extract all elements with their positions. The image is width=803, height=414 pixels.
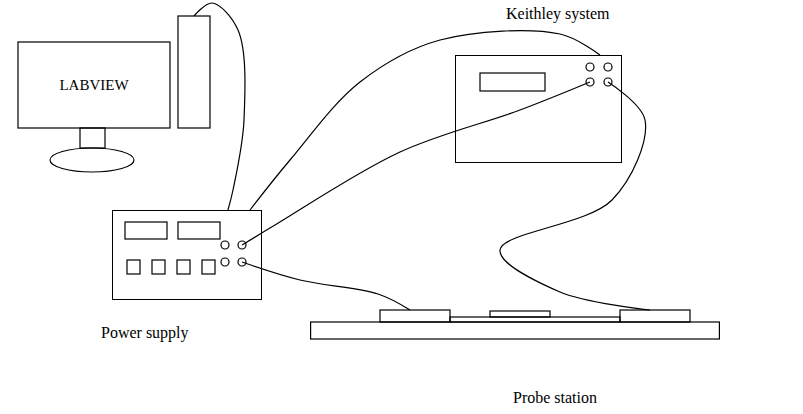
probe-station-outline — [310, 305, 720, 340]
terminal — [221, 241, 229, 249]
terminal — [586, 63, 594, 71]
supply-button — [177, 260, 190, 274]
keithley-box: Keithley system — [455, 55, 622, 163]
cable — [242, 262, 410, 310]
terminal — [586, 78, 594, 86]
monitor-base — [50, 148, 134, 172]
node-label: LABVIEW — [59, 77, 128, 93]
probe-station: Probe station — [310, 305, 720, 340]
label-wrap: Power supply — [101, 323, 189, 342]
label-wrap: Keithley system — [506, 4, 610, 23]
cable — [500, 82, 650, 310]
supply-display — [125, 222, 167, 239]
cable — [242, 82, 590, 245]
supply-button — [127, 260, 140, 274]
terminal — [604, 63, 612, 71]
probe-arm — [380, 310, 450, 322]
computer: LABVIEW — [15, 8, 215, 178]
node-label: Probe station — [513, 389, 597, 406]
supply-button — [202, 260, 215, 274]
supply-display — [178, 222, 220, 239]
monitor-screen — [18, 42, 170, 128]
supply-button — [152, 260, 165, 274]
node-label: Keithley system — [506, 5, 610, 22]
terminal — [238, 241, 246, 249]
sample — [490, 311, 550, 317]
cable — [250, 31, 600, 210]
terminal — [238, 258, 246, 266]
probe-base-plate — [311, 322, 720, 339]
power-supply-box: Power supply — [112, 210, 262, 300]
terminal — [221, 258, 229, 266]
node-label: Power supply — [101, 324, 189, 341]
label-wrap: Probe station — [513, 388, 597, 407]
cable — [194, 3, 245, 210]
keithley-display — [480, 73, 545, 91]
computer-outline — [15, 8, 215, 178]
pc-tower — [178, 16, 210, 128]
probe-arm — [620, 310, 690, 322]
sample-stage — [450, 317, 620, 322]
label-wrap: LABVIEW — [59, 76, 128, 94]
monitor-neck — [80, 128, 105, 148]
